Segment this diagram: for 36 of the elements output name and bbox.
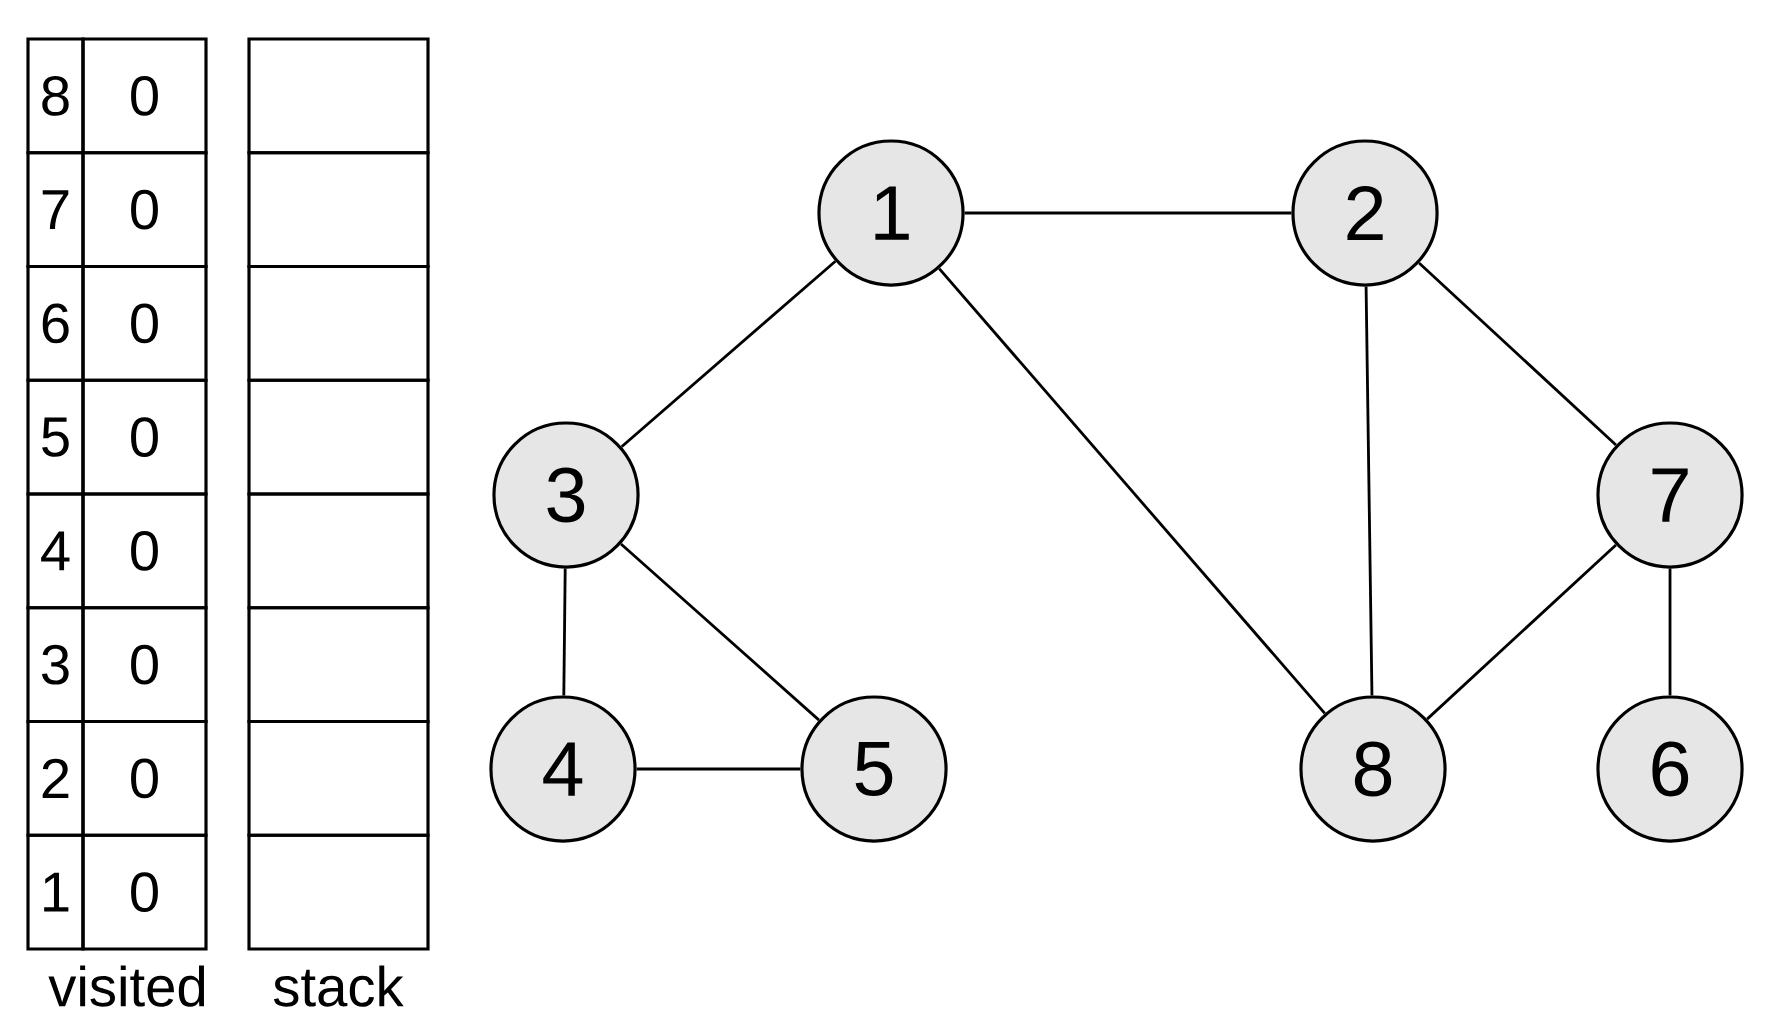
edge xyxy=(1426,543,1617,721)
edge xyxy=(938,267,1326,715)
graph-node: 1 xyxy=(817,139,965,287)
table-cell: 0 xyxy=(81,264,208,382)
table-cell: 0 xyxy=(81,606,208,724)
table-cell: 5 xyxy=(26,378,85,496)
edge xyxy=(562,568,567,696)
table-cell: 0 xyxy=(81,833,208,951)
edge xyxy=(1668,568,1672,696)
graph-node: 4 xyxy=(489,695,637,843)
table-caption: stack xyxy=(273,965,404,1007)
table-cell: 0 xyxy=(81,492,208,610)
table-cell: 6 xyxy=(26,264,85,382)
edge xyxy=(1364,286,1374,696)
edge xyxy=(1418,261,1617,447)
table-cell: 0 xyxy=(81,378,208,496)
table-cell: 2 xyxy=(26,719,85,837)
table-cell: 0 xyxy=(81,37,208,155)
table-cell: 3 xyxy=(26,606,85,724)
graph-node: 7 xyxy=(1596,421,1744,569)
table-cell: 8 xyxy=(26,37,85,155)
table-caption: visited xyxy=(48,965,205,1007)
table-cell: 0 xyxy=(81,719,208,837)
table-cell: 4 xyxy=(26,492,85,610)
table-cell: 1 xyxy=(26,833,85,951)
graph-node: 2 xyxy=(1291,139,1439,287)
edge xyxy=(620,260,837,448)
table-cell: 7 xyxy=(26,151,85,269)
edge xyxy=(636,767,801,771)
graph-node: 8 xyxy=(1299,695,1447,843)
table-cell: 0 xyxy=(81,151,208,269)
edge xyxy=(620,542,820,722)
graph-node: 3 xyxy=(492,421,640,569)
graph-node: 6 xyxy=(1596,695,1744,843)
graph-node: 5 xyxy=(800,695,948,843)
edge xyxy=(964,211,1292,215)
